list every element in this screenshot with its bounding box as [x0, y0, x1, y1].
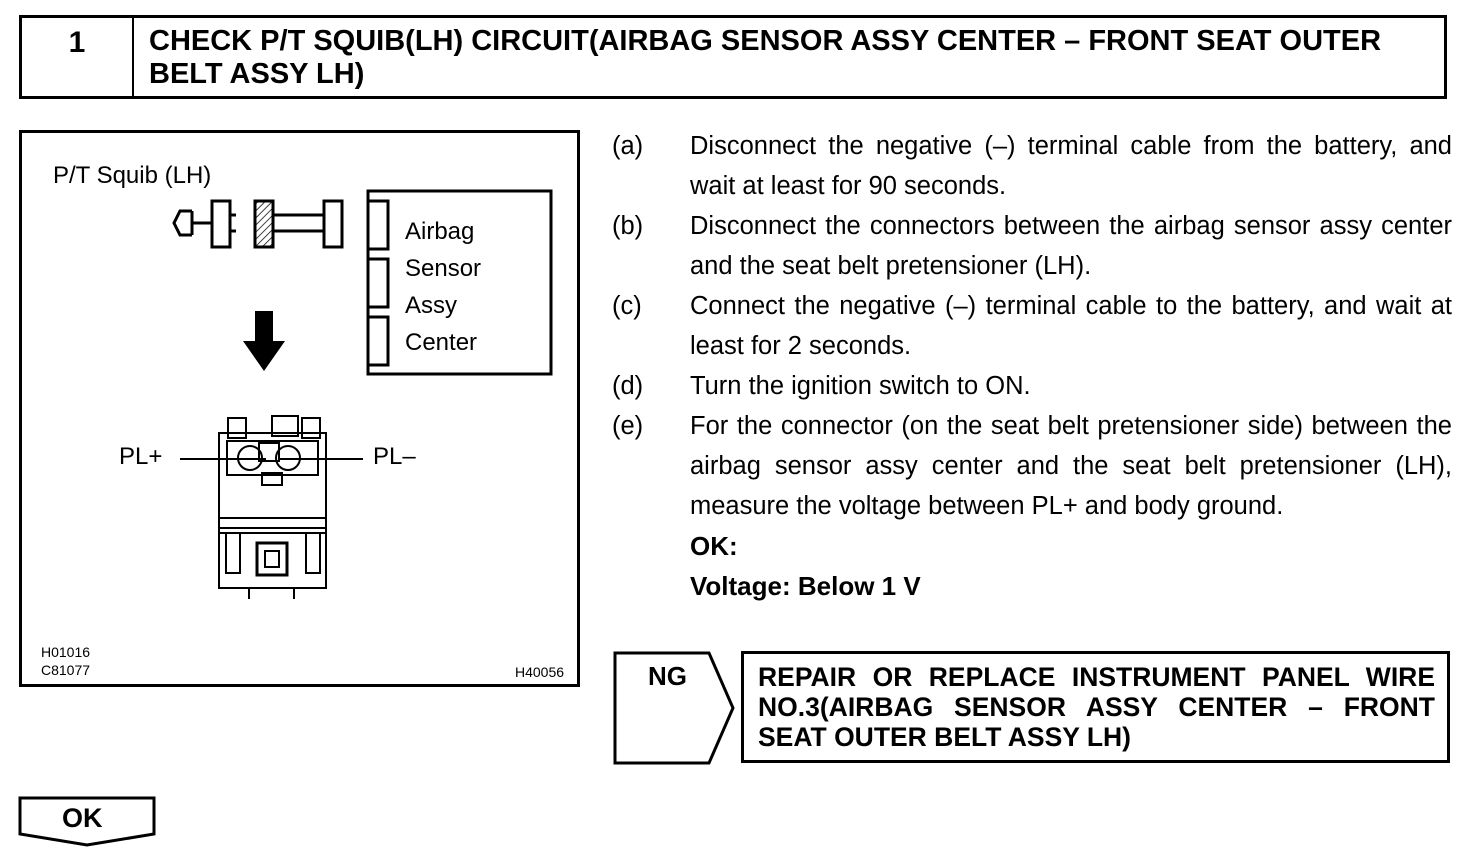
- sensor-label-line-3: Assy: [405, 292, 458, 319]
- ok-spec-label: OK:: [690, 531, 738, 561]
- step-text: Disconnect the connectors between the ai…: [690, 212, 1452, 280]
- pl-minus-label: PL–: [373, 443, 416, 470]
- step-text: Connect the negative (–) terminal cable …: [690, 292, 1452, 360]
- step-letter: (c): [612, 292, 642, 320]
- sensor-assy-box: [366, 189, 553, 376]
- connector-diagram: P/T Squib (LH) Airbag Sensor Assy Center…: [19, 130, 580, 687]
- ng-action-box: REPAIR OR REPLACE INSTRUMENT PANEL WIRE …: [741, 651, 1450, 763]
- pl-plus-label: PL+: [119, 443, 163, 470]
- squib-label: P/T Squib (LH): [53, 162, 212, 189]
- sensor-label-line-4: Center: [405, 329, 478, 356]
- ng-arrow-shape: [613, 651, 735, 765]
- step-number: 1: [22, 18, 134, 96]
- step-text: For the connector (on the seat belt pret…: [690, 412, 1452, 520]
- ng-label: NG: [648, 661, 687, 691]
- step-title: CHECK P/T SQUIB(LH) CIRCUIT(AIRBAG SENSO…: [149, 25, 1382, 90]
- step-letter: (d): [612, 372, 644, 400]
- step-letter: (b): [612, 212, 644, 240]
- step-item: (e) For the connector (on the seat belt …: [612, 406, 1452, 526]
- step-letter: (e): [612, 412, 644, 440]
- step-item: (b) Disconnect the connectors between th…: [612, 206, 1452, 286]
- step-item: (c) Connect the negative (–) terminal ca…: [612, 286, 1452, 366]
- ok-label: OK: [62, 803, 103, 833]
- voltage-spec: Voltage: Below 1 V: [690, 571, 921, 601]
- squib-connector-icon: [172, 199, 344, 249]
- step-text: Disconnect the negative (–) terminal cab…: [690, 132, 1452, 200]
- figure-code-right: H40056: [515, 664, 565, 680]
- figure-code-1: H01016: [41, 644, 91, 660]
- step-header: 1 CHECK P/T SQUIB(LH) CIRCUIT(AIRBAG SEN…: [19, 15, 1447, 99]
- connector-diagram-drawing: [172, 189, 553, 599]
- connector-front-view-icon: [218, 415, 327, 599]
- sensor-label-line-1: Airbag: [405, 218, 475, 245]
- ng-action-text: REPAIR OR REPLACE INSTRUMENT PANEL WIRE …: [758, 662, 1435, 752]
- procedure-steps: (a) Disconnect the negative (–) terminal…: [612, 126, 1452, 606]
- step-item: (a) Disconnect the negative (–) terminal…: [612, 126, 1452, 206]
- down-arrow-icon: [243, 311, 285, 371]
- step-item: (d) Turn the ignition switch to ON.: [612, 366, 1452, 406]
- step-text: Turn the ignition switch to ON.: [690, 372, 1031, 400]
- figure-code-2: C81077: [41, 662, 91, 678]
- ok-arrow-shape: [18, 796, 156, 847]
- step-letter: (a): [612, 132, 644, 160]
- sensor-label-line-2: Sensor: [405, 255, 482, 282]
